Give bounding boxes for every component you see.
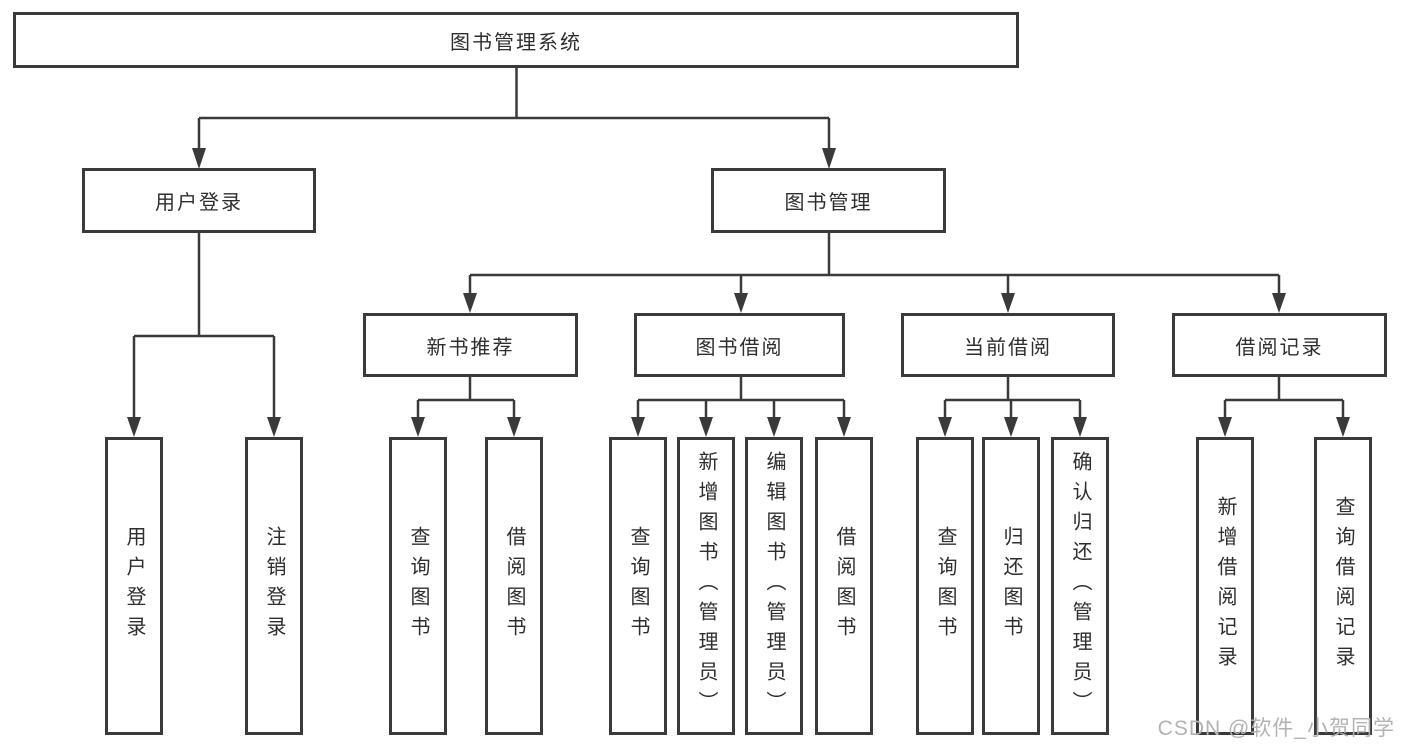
leaf-label: 用户登录 — [123, 526, 145, 646]
node-book-borrowing: 图书借阅 — [634, 313, 845, 377]
leaf-label: 新增图书（管理员） — [695, 451, 717, 721]
node-label: 图书管理系统 — [450, 31, 582, 54]
node-current-borrowing: 当前借阅 — [901, 313, 1115, 377]
node-label: 借阅记录 — [1235, 336, 1324, 359]
leaf-label: 确认归还（管理员） — [1069, 451, 1091, 721]
leaf-add-borrow-record: 新增借阅记录 — [1196, 437, 1254, 735]
leaf-borrow-books-recommend: 借阅图书 — [485, 437, 543, 735]
leaf-label: 借阅图书 — [503, 526, 525, 646]
leaf-query-books-recommend: 查询图书 — [389, 437, 447, 735]
leaf-query-borrow-record: 查询借阅记录 — [1314, 437, 1372, 735]
node-label: 图书管理 — [784, 192, 873, 214]
leaf-add-books-admin: 新增图书（管理员） — [677, 437, 735, 735]
arrowheads — [127, 148, 1350, 437]
leaf-label: 查询图书 — [934, 526, 956, 646]
node-new-book-recommend: 新书推荐 — [363, 313, 578, 377]
leaf-return-books: 归还图书 — [982, 437, 1040, 735]
leaf-label: 查询借阅记录 — [1332, 496, 1354, 676]
node-borrowing-records: 借阅记录 — [1172, 313, 1387, 377]
leaf-label: 查询图书 — [407, 526, 429, 646]
node-label: 用户登录 — [155, 192, 243, 214]
leaf-confirm-return-admin: 确认归还（管理员） — [1051, 437, 1109, 735]
leaf-borrow-books: 借阅图书 — [815, 437, 873, 735]
node-label: 当前借阅 — [964, 336, 1052, 359]
node-root-library-system: 图书管理系统 — [13, 12, 1019, 68]
leaf-label: 借阅图书 — [833, 526, 855, 646]
node-user-login: 用户登录 — [82, 168, 316, 233]
leaf-query-books-borrow: 查询图书 — [609, 437, 667, 735]
leaf-user-login: 用户登录 — [105, 437, 163, 735]
leaf-label: 新增借阅记录 — [1214, 496, 1236, 676]
node-book-management: 图书管理 — [711, 168, 946, 233]
node-label: 新书推荐 — [426, 336, 515, 359]
leaf-label: 注销登录 — [263, 526, 285, 646]
leaf-logout: 注销登录 — [245, 437, 303, 735]
leaf-query-books-current: 查询图书 — [916, 437, 974, 735]
leaf-edit-books-admin: 编辑图书（管理员） — [745, 437, 803, 735]
leaf-label: 查询图书 — [627, 526, 649, 646]
node-label: 图书借阅 — [695, 336, 784, 359]
leaf-label: 归还图书 — [1000, 526, 1022, 646]
leaf-label: 编辑图书（管理员） — [763, 451, 785, 721]
